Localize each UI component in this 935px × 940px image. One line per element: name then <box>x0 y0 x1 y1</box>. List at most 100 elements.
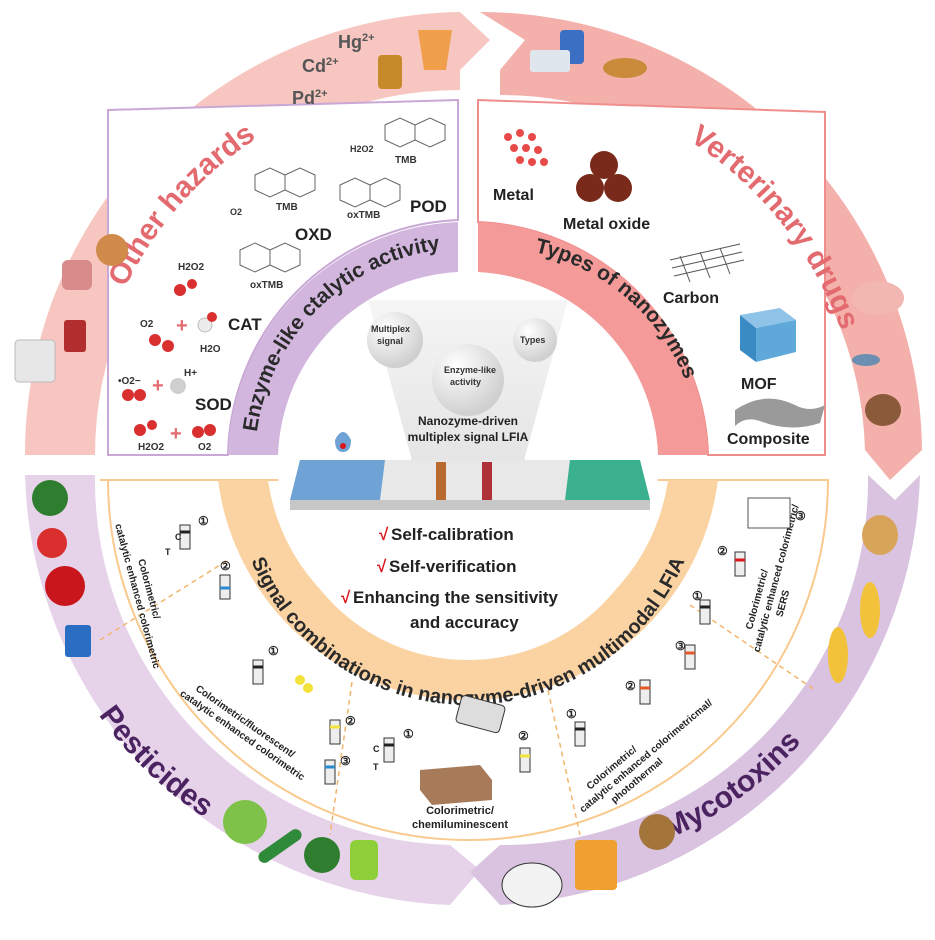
enzyme-arc-band <box>228 222 458 455</box>
tmb-molecule-mid <box>254 167 316 198</box>
type-composite: Composite <box>727 431 810 448</box>
ion-cd: Cd2+ <box>302 56 339 76</box>
lettuce-icon <box>223 800 267 844</box>
jar-icon <box>64 320 86 352</box>
label-oxtmb-pod: oxTMB <box>347 210 380 221</box>
myco-icons <box>501 515 898 908</box>
label-sod: SOD <box>195 395 232 414</box>
sector-2-step-2: ② <box>345 714 356 728</box>
sector-3-strip-t: T <box>373 762 379 772</box>
types-panel <box>477 98 826 456</box>
vet-icons <box>530 30 904 426</box>
chicken-icon <box>865 394 901 426</box>
spinach-icon <box>304 837 340 873</box>
plus-sign-sod-2: + <box>170 423 182 445</box>
oxtmb-molecule-mid <box>239 242 301 273</box>
carbon-mesh-icon <box>669 243 745 283</box>
caption-line1: Nanozyme-driven <box>418 414 518 428</box>
corn-icon-1 <box>860 582 880 638</box>
hazard-ions: Hg2+ Cd2+ Pd2+ <box>14 30 452 383</box>
cucumber-icon <box>258 829 302 863</box>
sector-3-step-2: ② <box>518 729 529 743</box>
sector-4-step-2: ② <box>625 679 636 693</box>
bubble-multiplex-line2: signal <box>377 336 403 346</box>
caption-line2: multiplex signal LFIA <box>408 430 529 444</box>
label-h2o2-sod: H2O2 <box>138 442 165 453</box>
type-metal: Metal <box>493 187 534 204</box>
type-metal-oxide: Metal oxide <box>563 216 650 233</box>
sector-4-step-3: ③ <box>675 639 686 653</box>
center-text: Multiplex signal Types Enzyme-like activ… <box>341 324 559 632</box>
label-cat: CAT <box>228 315 262 334</box>
sector-5-step-3: ③ <box>795 509 806 523</box>
enzyme-content: TMB H2O2 oxTMB POD TMB O2 OXD oxTMB H2O2… <box>118 117 447 453</box>
oxtmb-molecule-top <box>339 177 401 208</box>
label-h2o2-pod: H2O2 <box>350 144 374 154</box>
check-2: √ <box>377 557 387 576</box>
sector-4-strips <box>574 644 696 747</box>
ion-hg: Hg2+ <box>338 32 375 52</box>
cup-icon <box>418 30 452 70</box>
outer-sector-veterinary-drugs <box>480 11 922 480</box>
pill-blister-icon <box>530 50 570 72</box>
sector-3-visual <box>383 695 531 805</box>
center-panel <box>278 280 658 660</box>
corn-icon-2 <box>828 627 848 683</box>
label-o2-cat: O2 <box>140 319 154 330</box>
sector-1-strip-t: T <box>165 547 171 557</box>
sector-5-step-1: ① <box>692 589 703 603</box>
label-superoxide: •O2− <box>118 376 141 387</box>
meat-icon <box>62 260 92 290</box>
sector-3-strip-c: C <box>373 744 380 754</box>
can-icon <box>378 55 402 89</box>
pig-icon <box>852 281 904 315</box>
sector-1-strip-c: C <box>175 532 182 542</box>
apple-icon <box>45 566 85 606</box>
bubble-enzyme-line1: Enzyme-like <box>444 365 496 375</box>
type-mof: MOF <box>741 376 777 393</box>
sector-4-step-1: ① <box>566 707 577 721</box>
capsules-icon <box>603 58 647 78</box>
type-carbon: Carbon <box>663 290 719 307</box>
types-arc-band <box>478 222 708 455</box>
plus-sign-sod: + <box>152 375 164 397</box>
sector-2-step-3: ③ <box>340 754 351 768</box>
sector-1-strips <box>179 524 231 600</box>
bubble-enzyme <box>432 344 504 416</box>
sector-3-line2: chemiluminescent <box>412 819 508 831</box>
label-pod: POD <box>410 197 447 216</box>
check-3: √ <box>341 588 351 607</box>
tmb-molecule-top <box>384 117 446 148</box>
signal-panel <box>99 479 830 841</box>
sector-5-step-2: ② <box>717 544 728 558</box>
metal-dots-icon <box>504 129 548 166</box>
metal-oxide-spheres-icon <box>576 151 632 202</box>
mof-cube-icon <box>740 308 796 362</box>
ion-pd: Pd2+ <box>292 88 328 108</box>
label-tmb-top: TMB <box>395 155 417 166</box>
tin-can-icon <box>65 625 91 657</box>
benefit-self-verification: Self-verification <box>389 557 517 576</box>
label-h2o2-cat: H2O2 <box>178 262 205 273</box>
sector-2-step-1: ① <box>268 644 279 658</box>
sector-2-strips <box>252 659 341 785</box>
benefit-sensitivity: Enhancing the sensitivity <box>353 588 559 607</box>
milk-powder-icon <box>14 339 56 383</box>
check-1: √ <box>379 525 389 544</box>
rice-bowl-icon <box>501 862 563 908</box>
bubble-enzyme-line2: activity <box>450 377 481 387</box>
label-h2o-cat: H2O <box>200 344 221 355</box>
dark-box-icon <box>420 765 492 805</box>
wheat-icon <box>862 515 898 555</box>
label-o2-sod: O2 <box>198 442 212 453</box>
bubble-types-label: Types <box>520 335 545 345</box>
sers-spectrum-icon <box>747 497 791 529</box>
plus-sign-cat: + <box>176 315 188 337</box>
watermelon-icon <box>32 480 68 516</box>
sector-5-strips <box>699 497 791 625</box>
smartphone-icon <box>455 695 506 734</box>
pesticide-icons <box>32 480 378 880</box>
label-oxtmb-mid: oxTMB <box>250 280 283 291</box>
sector-3-line1: Colorimetric/ <box>426 805 494 817</box>
